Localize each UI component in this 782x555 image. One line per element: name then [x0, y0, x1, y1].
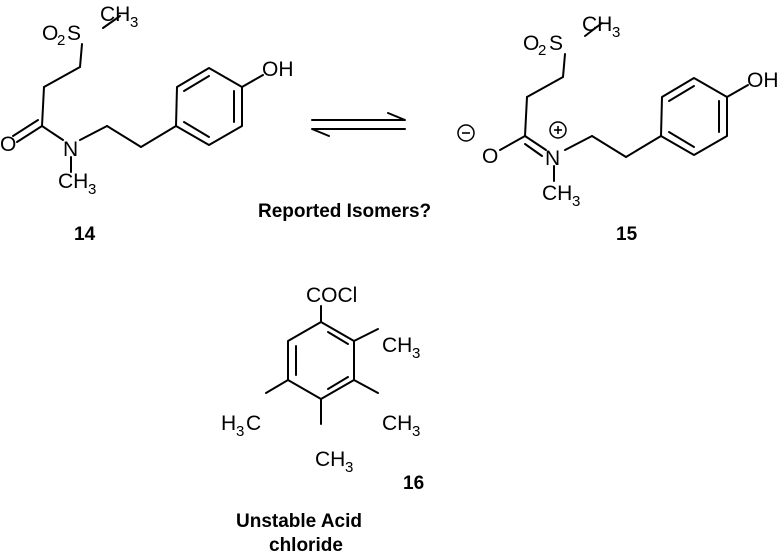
methyl-subscript: 3	[130, 14, 138, 31]
sulfur-label: S	[549, 32, 563, 55]
methyl-a-subscript: 3	[412, 345, 420, 362]
n-methyl-label: CH	[58, 170, 88, 193]
sulfur-label: S	[67, 22, 81, 45]
negative-charge-icon	[457, 124, 475, 142]
sulfonyl-oxygen-label: O	[523, 32, 539, 55]
caption-16-line1: Unstable Acid	[236, 511, 362, 532]
methyl-b-label: CH	[382, 412, 412, 435]
methyl-c-subscript: 3	[345, 459, 353, 476]
n-methyl-subscript: 3	[88, 181, 96, 198]
sulfonyl-oxygen-subscript: 2	[538, 42, 546, 59]
oxide-oxygen-label: O	[482, 145, 498, 168]
methyl-d-h-label: H	[221, 412, 236, 435]
compound-15: O 2 S CH 3 O N CH 3 OH 15	[457, 13, 779, 245]
sulfonyl-oxygen-subscript: 2	[57, 32, 65, 49]
compound-14-atoms: O 2 S CH 3 O N CH 3 OH	[0, 3, 294, 198]
compound-15-atoms: O 2 S CH 3 O N CH 3 OH	[482, 13, 779, 210]
n-methyl-subscript: 3	[572, 193, 580, 210]
nitrogen-label: N	[545, 147, 560, 170]
equilibrium-caption: Reported Isomers?	[258, 201, 431, 222]
nitrogen-label: N	[63, 138, 78, 161]
methyl-label: CH	[582, 13, 612, 36]
compound-14-label: 14	[74, 224, 96, 245]
methyl-a-label: CH	[382, 334, 412, 357]
compound-16-label: 16	[403, 473, 424, 494]
methyl-subscript: 3	[612, 24, 620, 41]
methyl-c-label: CH	[315, 448, 345, 471]
methyl-d-c-label: C	[246, 412, 261, 435]
compound-15-bonds	[499, 22, 749, 182]
methyl-label: CH	[100, 3, 130, 26]
hydroxyl-label: OH	[747, 69, 779, 92]
hydroxyl-label: OH	[262, 58, 294, 81]
n-methyl-label: CH	[542, 182, 572, 205]
compound-15-label: 15	[616, 224, 638, 245]
forward-arrow	[311, 112, 406, 121]
caption-16-line2: chloride	[269, 535, 343, 555]
methyl-b-subscript: 3	[412, 423, 420, 440]
compound-14-bonds	[12, 15, 264, 173]
compound-16: COCl CH 3 CH 3 CH 3 H 3 C 16 Unstable Ac…	[221, 284, 424, 555]
acyl-chloride-label: COCl	[306, 284, 357, 307]
compound-16-bonds	[265, 305, 379, 425]
carbonyl-oxygen-label: O	[0, 133, 16, 156]
positive-charge-icon	[549, 121, 567, 139]
compound-16-atoms: COCl CH 3 CH 3 CH 3 H 3 C	[221, 284, 420, 476]
compound-14: O 2 S CH 3 O N CH 3 OH 14	[0, 3, 294, 245]
reverse-arrow	[311, 128, 406, 137]
sulfonyl-oxygen-label: O	[42, 22, 58, 45]
equilibrium-arrows	[311, 112, 406, 137]
methyl-d-subscript: 3	[236, 423, 244, 440]
